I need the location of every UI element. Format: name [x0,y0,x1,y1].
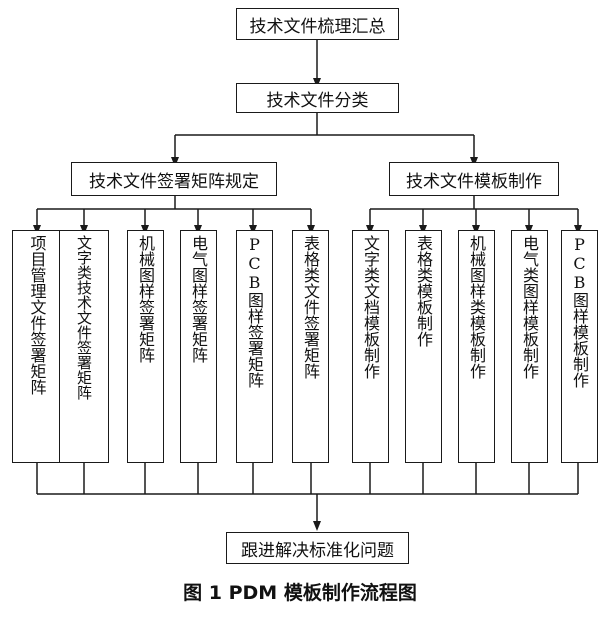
node-root-label: 技术文件梳理汇总 [249,16,386,37]
node-final: 跟进解决标准化问题 [226,532,409,564]
node-classify: 技术文件分类 [236,83,399,113]
left-item-label: 文字类技术文件签署矩阵 [75,235,93,400]
node-final-label: 跟进解决标准化问题 [241,540,394,561]
right-item-label: 文字类文档模板制作 [361,235,380,379]
right-item-label: 电气类图样模板制作 [520,235,539,379]
left-item-label: 表格类文件签署矩阵 [301,235,320,379]
left-item-project-management: 项目管理文件签署矩阵 [12,230,62,463]
figure-caption: 图 1 PDM 模板制作流程图 [183,582,417,604]
node-left-group-label: 技术文件签署矩阵规定 [89,171,259,192]
right-item-label: 机械图样类模板制作 [467,235,486,379]
node-right-group: 技术文件模板制作 [389,162,559,196]
left-item-label: PCB图样签署矩阵 [245,235,264,388]
left-item-text-docs: 文字类技术文件签署矩阵 [59,230,109,463]
node-left-group: 技术文件签署矩阵规定 [71,162,277,196]
node-root: 技术文件梳理汇总 [236,8,399,40]
left-item-pcb: PCB图样签署矩阵 [236,230,273,463]
right-item-label: 表格类模板制作 [414,235,433,347]
right-item-table-template: 表格类模板制作 [405,230,442,463]
left-item-tables: 表格类文件签署矩阵 [292,230,329,463]
left-item-label: 项目管理文件签署矩阵 [27,235,47,395]
right-item-label: PCB图样模板制作 [570,235,589,388]
left-item-electrical: 电气图样签署矩阵 [180,230,217,463]
right-item-text-template: 文字类文档模板制作 [352,230,389,463]
right-item-electrical-template: 电气类图样模板制作 [511,230,548,463]
right-item-pcb-template: PCB图样模板制作 [561,230,598,463]
left-item-label: 机械图样签署矩阵 [136,235,155,363]
left-item-label: 电气图样签署矩阵 [189,235,208,363]
node-classify-label: 技术文件分类 [266,90,369,111]
left-item-mechanical: 机械图样签署矩阵 [127,230,164,463]
right-item-mechanical-template: 机械图样类模板制作 [458,230,495,463]
node-right-group-label: 技术文件模板制作 [406,171,542,192]
